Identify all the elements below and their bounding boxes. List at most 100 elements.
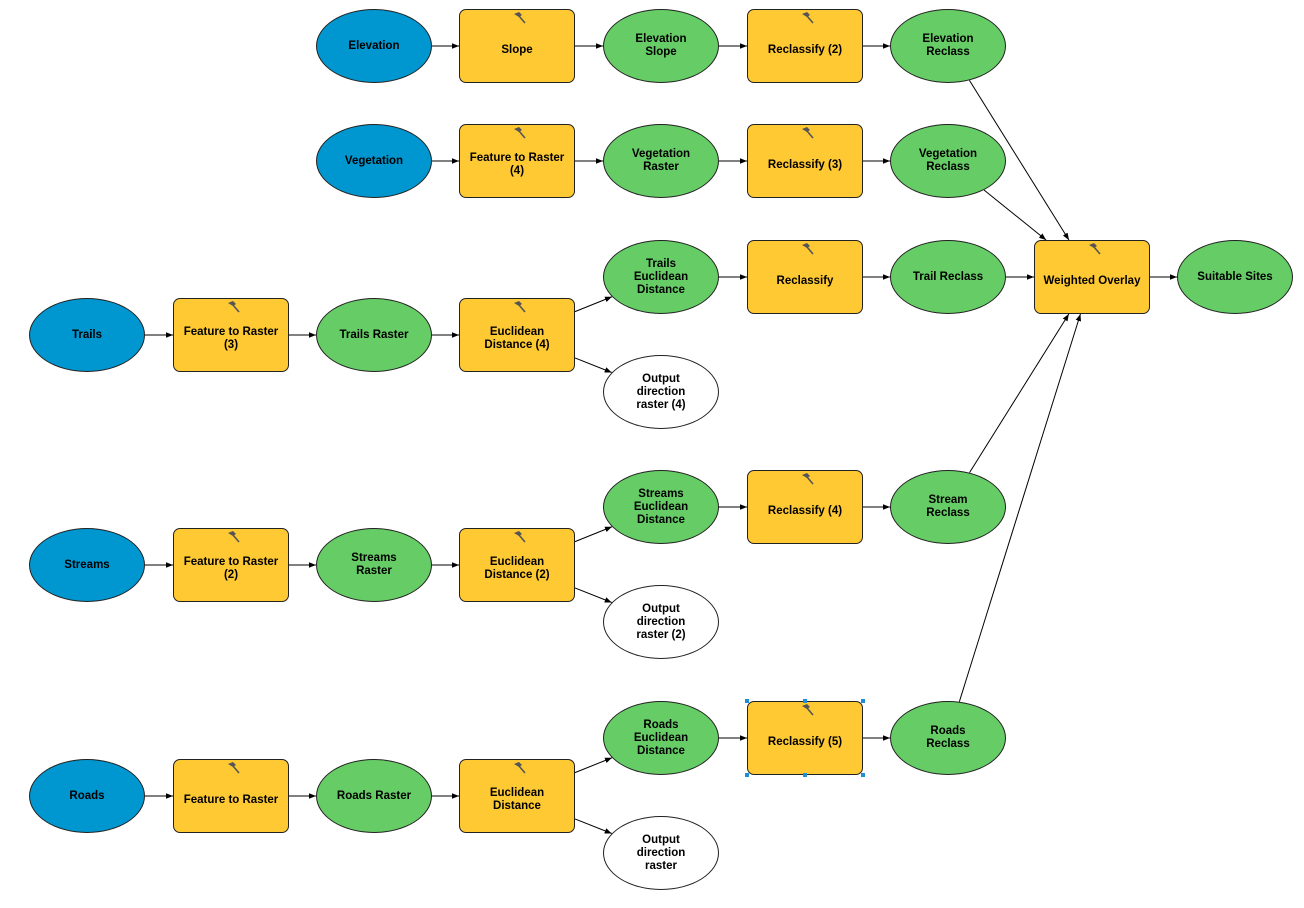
selection-handle[interactable] [745,699,749,703]
node-label: Suitable Sites [1197,270,1273,283]
output-direction-raster-2-node[interactable]: Output direction raster (2) [603,585,719,659]
roads-raster-node[interactable]: Roads Raster [316,759,432,833]
selection-handle[interactable] [803,773,807,777]
node-label: Reclassify (3) [767,158,843,171]
hammer-icon [225,761,243,775]
streams-node[interactable]: Streams [29,528,145,602]
connector-stream_reclass-to-weighted_overlay[interactable] [969,313,1070,473]
vegetation-node[interactable]: Vegetation [316,124,432,198]
selection-handle[interactable] [861,773,865,777]
euclidean-distance-4-tool[interactable]: Euclidean Distance (4) [459,298,575,372]
node-label: Elevation [348,39,400,52]
node-label: Streams Euclidean Distance [633,487,689,526]
node-label: Roads [69,789,105,802]
connector-euclidean_distance_2-to-output_direction_raster_2[interactable] [574,587,612,603]
reclassify-5-tool[interactable]: Reclassify (5) [747,701,863,775]
hammer-icon [225,530,243,544]
node-label: Euclidean Distance [489,787,545,812]
feature-to-raster-2-tool[interactable]: Feature to Raster (2) [173,528,289,602]
node-label: Roads Euclidean Distance [633,718,689,757]
node-label: Streams Raster [351,552,397,577]
node-label: Reclassify (2) [767,43,843,56]
node-label: Weighted Overlay [1043,274,1141,287]
node-label: Elevation Slope [635,33,687,58]
stream-reclass-node[interactable]: Stream Reclass [890,470,1006,544]
connector-euclidean_distance-to-output_direction_raster[interactable] [574,818,612,834]
node-label: Vegetation Raster [631,148,691,173]
roads-reclass-node[interactable]: Roads Reclass [890,701,1006,775]
output-direction-raster-node[interactable]: Output direction raster [603,816,719,890]
euclidean-distance-tool[interactable]: Euclidean Distance [459,759,575,833]
streams-euclidean-distance-node[interactable]: Streams Euclidean Distance [603,470,719,544]
node-label: Reclassify (5) [767,735,843,748]
hammer-icon [799,126,817,140]
node-label: Stream Reclass [926,494,970,519]
reclassify-tool[interactable]: Reclassify [747,240,863,314]
hammer-icon [225,300,243,314]
hammer-icon [799,472,817,486]
reclassify-2-tool[interactable]: Reclassify (2) [747,9,863,83]
node-label: Feature to Raster [183,793,279,806]
node-label: Roads Raster [336,789,412,802]
hammer-icon [799,703,817,717]
elevation-slope-node[interactable]: Elevation Slope [603,9,719,83]
node-label: Feature to Raster (3) [183,326,279,351]
hammer-icon [511,126,529,140]
vegetation-raster-node[interactable]: Vegetation Raster [603,124,719,198]
vegetation-reclass-node[interactable]: Vegetation Reclass [890,124,1006,198]
elevation-node[interactable]: Elevation [316,9,432,83]
connector-vegetation_reclass-to-weighted_overlay[interactable] [983,189,1047,241]
trails-euclidean-distance-node[interactable]: Trails Euclidean Distance [603,240,719,314]
roads-euclidean-distance-node[interactable]: Roads Euclidean Distance [603,701,719,775]
selection-handle[interactable] [803,699,807,703]
node-label: Elevation Reclass [922,33,974,58]
connector-euclidean_distance-to-roads_euclidean_distance[interactable] [574,757,613,774]
feature-to-raster-tool[interactable]: Feature to Raster [173,759,289,833]
node-label: Trail Reclass [912,270,984,283]
feature-to-raster-4-tool[interactable]: Feature to Raster (4) [459,124,575,198]
node-label: Reclassify (4) [767,504,843,517]
node-label: Vegetation Reclass [918,148,978,173]
weighted-overlay-tool[interactable]: Weighted Overlay [1034,240,1150,314]
selection-handle[interactable] [861,699,865,703]
node-label: Output direction raster (4) [636,372,686,411]
node-label: Euclidean Distance (2) [484,556,550,581]
hammer-icon [799,11,817,25]
connector-euclidean_distance_4-to-output_direction_raster_4[interactable] [574,357,612,373]
node-label: Euclidean Distance (4) [484,326,550,351]
node-label: Vegetation [344,154,404,167]
output-direction-raster-4-node[interactable]: Output direction raster (4) [603,355,719,429]
trails-node[interactable]: Trails [29,298,145,372]
euclidean-distance-2-tool[interactable]: Euclidean Distance (2) [459,528,575,602]
hammer-icon [799,242,817,256]
connector-euclidean_distance_2-to-streams_euclidean_distance[interactable] [574,526,613,543]
trail-reclass-node[interactable]: Trail Reclass [890,240,1006,314]
feature-to-raster-3-tool[interactable]: Feature to Raster (3) [173,298,289,372]
node-label: Feature to Raster (4) [469,152,565,177]
streams-raster-node[interactable]: Streams Raster [316,528,432,602]
reclassify-4-tool[interactable]: Reclassify (4) [747,470,863,544]
node-label: Reclassify [776,274,834,287]
suitable-sites-node[interactable]: Suitable Sites [1177,240,1293,314]
node-label: Trails Euclidean Distance [633,257,689,296]
node-label: Roads Reclass [926,725,970,750]
selection-handle[interactable] [745,773,749,777]
node-label: Streams [64,558,110,571]
roads-node[interactable]: Roads [29,759,145,833]
node-label: Output direction raster [636,833,686,872]
node-label: Feature to Raster (2) [183,556,279,581]
trails-raster-node[interactable]: Trails Raster [316,298,432,372]
hammer-icon [511,11,529,25]
elevation-reclass-node[interactable]: Elevation Reclass [890,9,1006,83]
connector-euclidean_distance_4-to-trails_euclidean_distance[interactable] [574,296,613,313]
hammer-icon [511,300,529,314]
node-label: Slope [501,43,533,56]
slope-tool[interactable]: Slope [459,9,575,83]
hammer-icon [1086,242,1104,256]
node-label: Trails Raster [339,328,409,341]
hammer-icon [511,761,529,775]
reclassify-3-tool[interactable]: Reclassify (3) [747,124,863,198]
node-label: Trails [71,328,103,341]
node-label: Output direction raster (2) [636,602,686,641]
